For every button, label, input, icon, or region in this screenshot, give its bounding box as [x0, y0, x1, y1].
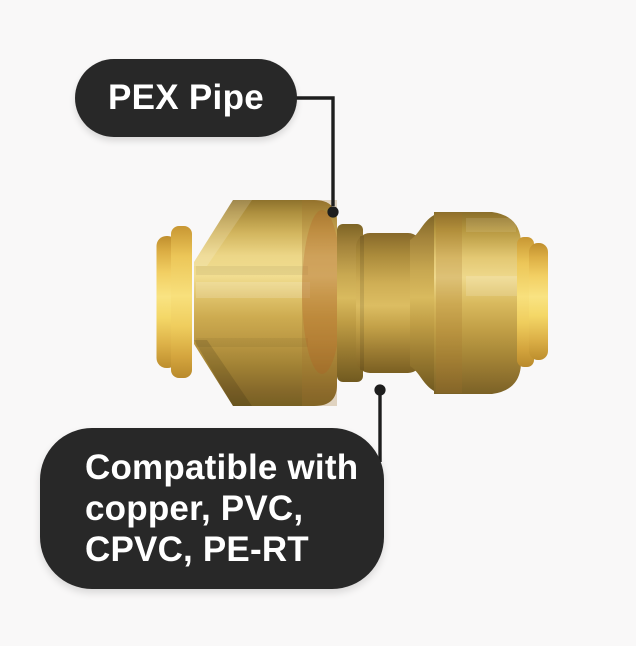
connector-dot-bottom-icon [374, 384, 386, 396]
right-collar [517, 237, 548, 367]
right-body [434, 212, 521, 394]
callout-compatibility-line-3: CPVC, PE-RT [85, 530, 309, 569]
fitting-illustration [156, 200, 548, 406]
callout-pex-pipe-label: PEX Pipe [107, 78, 265, 117]
center-waist [337, 214, 436, 392]
callout-compatibility-line-2: copper, PVC, [85, 489, 304, 528]
connector-line-top [294, 96, 335, 206]
left-body [194, 200, 342, 406]
callout-pex-pipe: PEX Pipe [75, 59, 297, 137]
callout-compatibility: Compatible with copper, PVC, CPVC, PE-RT [40, 428, 384, 589]
connector-dot-top-icon [327, 206, 339, 218]
left-collar [156, 226, 192, 378]
callout-compatibility-line-1: Compatible with [85, 448, 359, 487]
callout-connectors [294, 96, 386, 462]
